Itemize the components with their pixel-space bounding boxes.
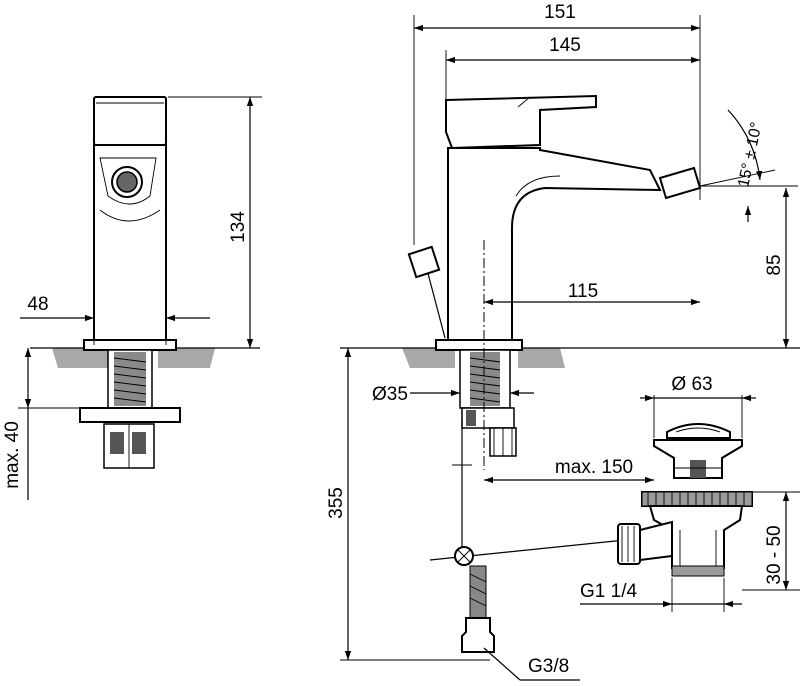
drain-side-nut — [617, 523, 641, 565]
drain-flange — [653, 439, 743, 479]
dim-hole-diameter: Ø35 — [372, 384, 408, 405]
dim-side-max: max. 40 — [2, 421, 23, 489]
dim-spout-height: 85 — [764, 254, 785, 275]
dim-side-depth: 134 — [228, 211, 249, 243]
front-spout-body — [447, 147, 662, 341]
side-countertop-left — [52, 348, 108, 368]
dim-overall-length: 151 — [544, 2, 576, 23]
side-outlet-nozzle — [116, 171, 138, 193]
front-lever-handle — [445, 94, 597, 150]
dim-drain-diameter: Ø 63 — [671, 374, 712, 395]
drain-plug-cap — [666, 423, 731, 439]
dim-pipe-max: max. 150 — [555, 457, 633, 478]
dim-total-height: 355 — [326, 487, 347, 519]
front-view: 151 145 15° ± 10° 85 115 Ø35 max. 150 Ø … — [326, 2, 800, 681]
dim-side-width: 48 — [27, 294, 48, 315]
side-countertop-right — [158, 348, 215, 368]
side-handle — [93, 96, 167, 146]
dim-spout-length: 145 — [549, 35, 581, 56]
dim-drain-thread: G1 1/4 — [580, 581, 637, 602]
dim-inlet-thread: G3/8 — [528, 656, 569, 677]
front-spout-nozzle — [658, 166, 702, 200]
side-nut-plate — [79, 407, 181, 423]
front-countertop-left — [402, 348, 455, 368]
side-view: 134 48 max. 40 — [2, 96, 262, 500]
front-countertop-right — [518, 348, 565, 368]
dim-tilt-angle: 15° ± 10° — [735, 121, 765, 189]
front-inlet-connector — [461, 617, 495, 653]
front-popup-knob — [407, 245, 441, 279]
dim-spout-reach: 115 — [568, 281, 598, 302]
dim-drain-range: 30 - 50 — [764, 525, 785, 584]
